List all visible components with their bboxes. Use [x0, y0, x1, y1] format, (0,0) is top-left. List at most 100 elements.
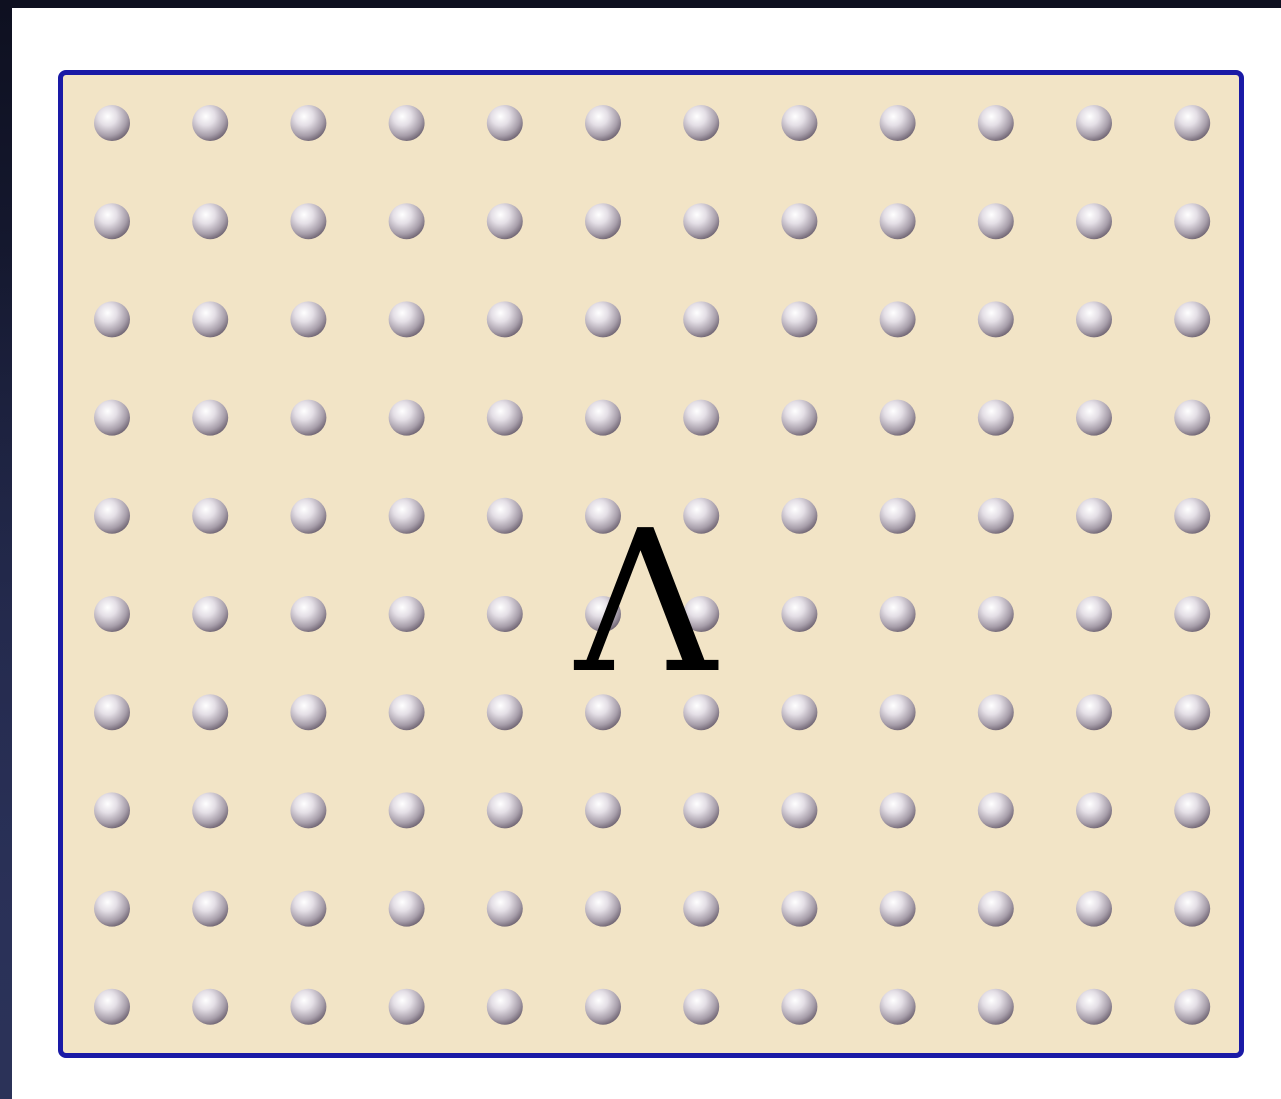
atom-2-12 [1174, 203, 1210, 239]
atom-2-4 [389, 203, 425, 239]
atom-6-1 [94, 596, 130, 632]
atom-9-3 [290, 891, 326, 927]
atom-1-5 [487, 105, 523, 141]
atom-4-11 [1076, 400, 1112, 436]
atom-1-2 [192, 105, 228, 141]
atom-3-2 [192, 301, 228, 337]
atom-7-1 [94, 694, 130, 730]
atom-2-6 [585, 203, 621, 239]
atom-10-3 [290, 989, 326, 1025]
atom-4-10 [978, 400, 1014, 436]
atom-3-11 [1076, 301, 1112, 337]
atom-8-11 [1076, 792, 1112, 828]
atom-4-12 [1174, 400, 1210, 436]
atom-6-2 [192, 596, 228, 632]
atom-5-2 [192, 498, 228, 534]
atom-5-8 [781, 498, 817, 534]
atom-2-9 [880, 203, 916, 239]
atom-10-8 [781, 989, 817, 1025]
atom-3-5 [487, 301, 523, 337]
atom-9-12 [1174, 891, 1210, 927]
atom-4-6 [585, 400, 621, 436]
atom-2-8 [781, 203, 817, 239]
atom-9-7 [683, 891, 719, 927]
atom-9-11 [1076, 891, 1112, 927]
atom-9-2 [192, 891, 228, 927]
atom-9-1 [94, 891, 130, 927]
atom-3-12 [1174, 301, 1210, 337]
atom-8-8 [781, 792, 817, 828]
atom-10-12 [1174, 989, 1210, 1025]
atom-8-12 [1174, 792, 1210, 828]
atom-10-1 [94, 989, 130, 1025]
atom-5-5 [487, 498, 523, 534]
atom-9-6 [585, 891, 621, 927]
atom-7-2 [192, 694, 228, 730]
atom-8-6 [585, 792, 621, 828]
atom-1-6 [585, 105, 621, 141]
atom-3-7 [683, 301, 719, 337]
atom-9-4 [389, 891, 425, 927]
atom-5-3 [290, 498, 326, 534]
atom-10-4 [389, 989, 425, 1025]
atom-7-4 [389, 694, 425, 730]
atom-1-1 [94, 105, 130, 141]
atom-10-6 [585, 989, 621, 1025]
atom-1-11 [1076, 105, 1112, 141]
atom-7-10 [978, 694, 1014, 730]
atom-4-9 [880, 400, 916, 436]
atom-8-1 [94, 792, 130, 828]
atom-7-9 [880, 694, 916, 730]
atom-1-4 [389, 105, 425, 141]
atom-2-10 [978, 203, 1014, 239]
atom-8-4 [389, 792, 425, 828]
atom-4-1 [94, 400, 130, 436]
atom-4-8 [781, 400, 817, 436]
atom-6-5 [487, 596, 523, 632]
atom-6-11 [1076, 596, 1112, 632]
atom-6-10 [978, 596, 1014, 632]
atom-8-3 [290, 792, 326, 828]
atom-4-3 [290, 400, 326, 436]
atom-8-7 [683, 792, 719, 828]
atom-3-3 [290, 301, 326, 337]
atom-9-5 [487, 891, 523, 927]
atom-3-6 [585, 301, 621, 337]
atom-5-11 [1076, 498, 1112, 534]
atom-7-5 [487, 694, 523, 730]
atom-1-12 [1174, 105, 1210, 141]
atom-2-7 [683, 203, 719, 239]
atom-10-11 [1076, 989, 1112, 1025]
atom-7-8 [781, 694, 817, 730]
atom-4-4 [389, 400, 425, 436]
atom-8-9 [880, 792, 916, 828]
atom-6-12 [1174, 596, 1210, 632]
atom-1-7 [683, 105, 719, 141]
atom-5-10 [978, 498, 1014, 534]
atom-3-1 [94, 301, 130, 337]
atom-10-5 [487, 989, 523, 1025]
atom-1-9 [880, 105, 916, 141]
atom-10-2 [192, 989, 228, 1025]
atom-2-2 [192, 203, 228, 239]
atom-1-10 [978, 105, 1014, 141]
lambda-symbol: Λ [575, 505, 715, 701]
atom-4-7 [683, 400, 719, 436]
atom-2-3 [290, 203, 326, 239]
atom-5-4 [389, 498, 425, 534]
atom-4-2 [192, 400, 228, 436]
atom-8-5 [487, 792, 523, 828]
atom-9-10 [978, 891, 1014, 927]
atom-7-12 [1174, 694, 1210, 730]
atom-10-9 [880, 989, 916, 1025]
atom-5-9 [880, 498, 916, 534]
atom-3-4 [389, 301, 425, 337]
atom-9-8 [781, 891, 817, 927]
atom-1-8 [781, 105, 817, 141]
atom-7-3 [290, 694, 326, 730]
atom-6-3 [290, 596, 326, 632]
atom-2-5 [487, 203, 523, 239]
atom-2-1 [94, 203, 130, 239]
atom-3-10 [978, 301, 1014, 337]
atom-4-5 [487, 400, 523, 436]
